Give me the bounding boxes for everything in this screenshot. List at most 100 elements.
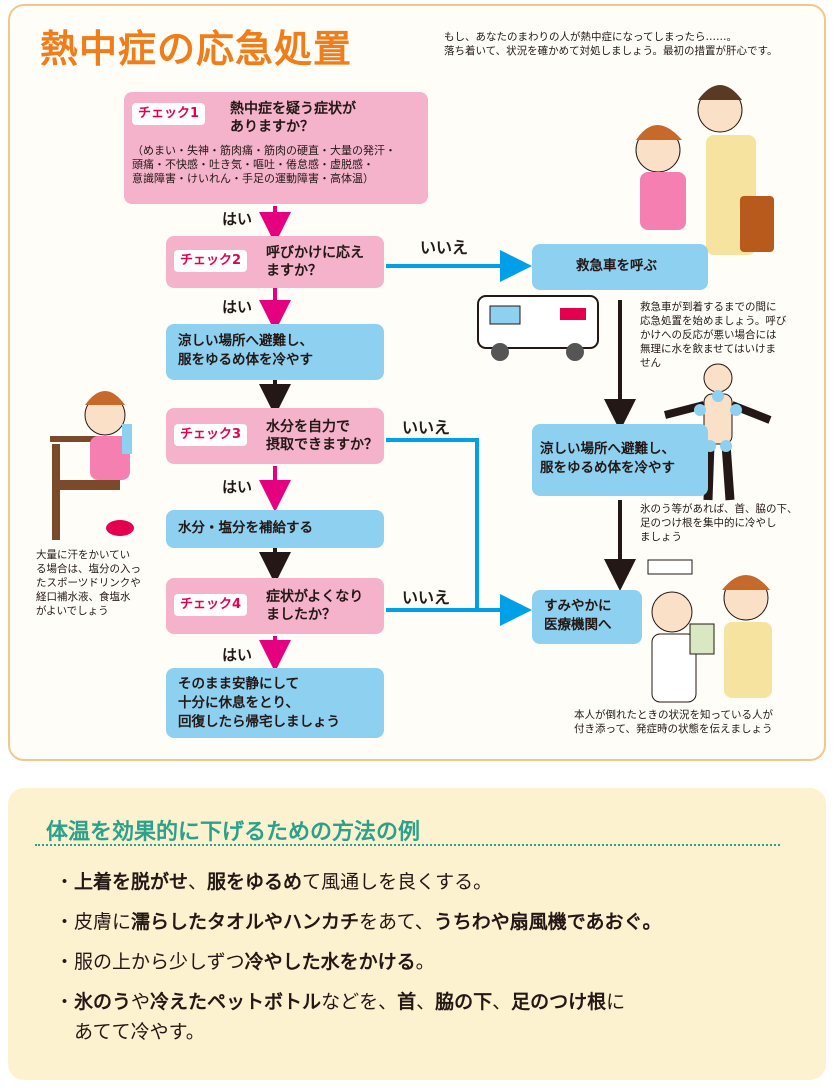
ice-note-line-1: 氷のう等があれば、首、脇の下、 — [640, 503, 798, 515]
methods-title: 体温を効果的に下げるための方法の例 — [46, 820, 421, 845]
method-item-3: ・服の上から少しずつ冷やした水をかける。 — [55, 948, 435, 976]
intro-text: もし、あなたのまわりの人が熱中症になってしまったら……。 落ち着いて、状況を確か… — [444, 30, 824, 58]
methods-panel — [8, 788, 826, 1080]
check1-detail-line-3: 意識障害・けいれん・手足の運動障害・高体温） — [132, 172, 374, 185]
check4-q-line-1: 症状がよくなり — [266, 589, 364, 605]
no-label-1: いいえ — [420, 238, 469, 257]
check4-question: 症状がよくなり ましたか？ — [266, 588, 363, 624]
sweat-note-line-5: がよいでしょう — [36, 605, 109, 617]
method-item-4: ・氷のうや冷えたペットボトルなどを、首、脇の下、足のつけ根に — [55, 988, 625, 1016]
right-cool-line-2: 服をゆるめ体を冷やす — [540, 460, 675, 476]
method-segment: をあて、 — [359, 911, 434, 933]
check3-q-line-2: 摂取できますか？ — [266, 437, 378, 453]
ambulance-note: 救急車が到着するまでの間に 応急処置を始めましょう。呼び かけへの反応が悪い場合… — [640, 300, 786, 370]
check3-question: 水分を自力で 摂取できますか？ — [266, 418, 378, 454]
method-segment: あてて冷やす。 — [55, 1021, 205, 1043]
action-cool-line-2: 服をゆるめ体を冷やす — [178, 352, 313, 368]
hospital-line-2: 医療機関へ — [544, 617, 612, 633]
method-segment: 、 — [416, 991, 436, 1013]
right-cool-box — [532, 424, 708, 496]
ambulance-note-line-3: かけへの反応が悪い場合には — [640, 329, 777, 341]
method-segment: や — [131, 991, 151, 1013]
nurse-patient-illustration — [647, 559, 772, 703]
method-segment: うちわや扇風機であおぐ。 — [433, 911, 662, 933]
action-water-box — [166, 510, 384, 548]
intro-line-1: もし、あなたのまわりの人が熱中症になってしまったら……。 — [444, 31, 738, 43]
yes-label-3: はい — [222, 478, 253, 496]
ambulance-note-line-4: 無理に水を飲ませてはいけま — [640, 343, 776, 355]
action-cool-box — [166, 324, 384, 380]
method-segment: ・ — [55, 991, 75, 1013]
method-segment: 脇の下 — [435, 991, 493, 1013]
hospital-box — [532, 590, 642, 644]
check1-q-line-2: ありますか？ — [230, 119, 314, 135]
check2-question: 呼びかけに応え ますか？ — [266, 244, 364, 280]
no-label-4: いいえ — [402, 588, 451, 607]
method-segment: 首 — [397, 991, 417, 1013]
yes-label-4: はい — [222, 646, 253, 664]
check2-q-line-2: ますか？ — [266, 263, 322, 279]
ambulance-note-line-5: せん — [640, 357, 661, 369]
method-segment: 上着を脱がせ — [74, 871, 189, 893]
check2-q-line-1: 呼びかけに応え — [266, 245, 364, 261]
method-item-4-cont: あてて冷やす。 — [55, 1018, 205, 1046]
ice-note-line-2: 足のつけ根を集中的に冷やし — [640, 517, 777, 529]
no-label-3: いいえ — [402, 418, 451, 437]
method-segment: ・皮膚に — [55, 911, 132, 933]
action-water-text: 水分・塩分を補給する — [178, 520, 313, 536]
check1-tag-label: チェック1 — [132, 103, 206, 125]
method-segment: て風通しを良くする。 — [302, 871, 493, 893]
body-icepack-illustration — [664, 363, 772, 501]
method-segment: 冷やした水をかける — [244, 951, 416, 973]
method-segment: などを、 — [321, 991, 398, 1013]
method-segment: 。 — [415, 951, 435, 973]
method-segment: 服をゆるめ — [207, 871, 303, 893]
sweat-note-line-1: 大量に汗をかいてい — [36, 549, 131, 561]
right-cool-line-1: 涼しい場所へ避難し、 — [540, 441, 675, 457]
action-rest-text: そのまま安静にして 十分に休息をとり、 回復したら帰宅しましょう — [178, 675, 340, 732]
method-segment: ・服の上から少しずつ — [55, 951, 245, 973]
method-segment: 足のつけ根 — [511, 991, 607, 1013]
ambulance-text: 救急車を呼ぶ — [576, 258, 657, 274]
action-cool-line-1: 涼しい場所へ避難し、 — [178, 333, 313, 349]
accompany-note: 本人が倒れたときの状況を知っている人が 付き添って、発症時の状態を伝えましょう — [574, 708, 773, 736]
ambulance-note-line-1: 救急車が到着するまでの間に — [640, 301, 777, 313]
method-item-2: ・皮膚に濡らしたタオルやハンカチをあて、うちわや扇風機であおぐ。 — [55, 908, 662, 936]
ice-note-line-3: ましょう — [640, 531, 682, 543]
check1-question: 熱中症を疑う症状が ありますか？ — [230, 100, 356, 136]
hospital-line-1: すみやかに — [544, 598, 612, 614]
intro-line-2: 落ち着いて、状況を確かめて対処しましょう。最初の措置が肝心です。 — [444, 45, 778, 57]
check1-tag: チェック1 — [132, 103, 206, 125]
ambulance-box — [532, 244, 708, 290]
check1-detail-line-2: 頭痛・不快感・吐き気・嘔吐・倦怠感・虚脱感・ — [132, 158, 374, 171]
method-segment: 氷のう — [74, 991, 132, 1013]
method-segment: ・ — [55, 871, 75, 893]
method-segment: 濡らしたタオルやハンカチ — [131, 911, 360, 933]
check3-tag: チェック3 — [174, 424, 248, 446]
check4-tag-label: チェック4 — [174, 594, 248, 616]
arrow-no-3 — [386, 438, 532, 626]
action-cool-text: 涼しい場所へ避難し、 服をゆるめ体を冷やす — [178, 332, 313, 370]
action-rest-line-1: そのまま安静にして — [178, 676, 300, 692]
sweat-note: 大量に汗をかいてい る場合は、塩分の入っ たスポーツドリンクや 経口補水液、食塩… — [36, 548, 141, 618]
check3-tag-label: チェック3 — [174, 424, 248, 446]
action-rest-box — [166, 668, 384, 738]
yes-label-2: はい — [222, 298, 253, 316]
method-item-1: ・上着を脱がせ、服をゆるめて風通しを良くする。 — [55, 868, 492, 896]
action-rest-line-3: 回復したら帰宅しましょう — [178, 714, 340, 730]
girl-drinking-illustration — [50, 391, 134, 540]
ambulance-note-line-2: 応急処置を始めましょう。呼び — [640, 315, 787, 327]
check2-tag: チェック2 — [174, 250, 248, 272]
ambulance-illustration — [477, 295, 599, 361]
methods-title-underline — [35, 844, 780, 847]
check4-tag: チェック4 — [174, 594, 248, 616]
page-title: 熱中症の応急処置 — [40, 27, 353, 71]
right-cool-text: 涼しい場所へ避難し、 服をゆるめ体を冷やす — [540, 440, 675, 478]
method-segment: 、 — [492, 991, 512, 1013]
check2-tag-label: チェック2 — [174, 250, 248, 272]
accompany-note-line-1: 本人が倒れたときの状況を知っている人が — [574, 709, 773, 721]
check1-detail: （めまい・失神・筋肉痛・筋肉の硬直・大量の発汗・ 頭痛・不快感・吐き気・嘔吐・倦… — [132, 144, 396, 186]
check1-q-line-1: 熱中症を疑う症状が — [230, 101, 356, 117]
sweat-note-line-4: 経口補水液、食塩水 — [36, 591, 131, 603]
